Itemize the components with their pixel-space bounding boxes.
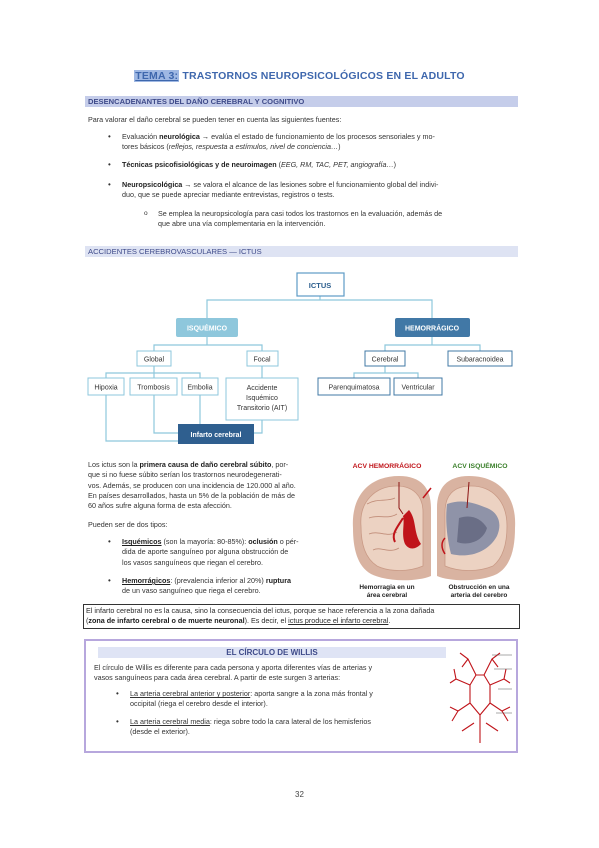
bullet-neuropsicologica: • Neuropsicológica → se valora el alcanc…	[108, 180, 439, 200]
node-cerebral	[364, 350, 406, 367]
sub-bullet-neuropsicologia: o Se emplea la neuropsicología para casi…	[144, 209, 443, 229]
bullet-dot: •	[108, 132, 111, 141]
node-trombosis-label: Trombosis	[137, 385, 170, 392]
intro-paragraph: Para valorar el daño cerebral se pueden …	[88, 115, 342, 124]
node-cerebral-label: Cerebral	[372, 357, 399, 364]
node-ventricular	[393, 377, 443, 396]
root-connector	[206, 296, 433, 318]
node-ait-line2: Isquémico	[246, 395, 278, 402]
willis-title-bar	[98, 647, 446, 658]
willis-paragraph: El círculo de Willis es diferente para c…	[94, 663, 373, 683]
hipoxia-to-infarto	[105, 395, 178, 442]
bullet-hemorragicos: • Hemorrágicos: (prevalencia inferior al…	[108, 576, 291, 596]
section-heading-ictus: ACCIDENTES CEREBROVASCULARES — ICTUS	[85, 246, 518, 257]
node-ictus-label: ICTUS	[309, 281, 332, 290]
fig-isq-title: ACV ISQUÉMICO	[452, 461, 507, 470]
bullet-dot: •	[108, 160, 111, 169]
diagram-connectors	[105, 296, 481, 442]
acv-brain-figure: ACV HEMORRÁGICO ACV ISQUÉMICO Hemorragia…	[352, 461, 516, 599]
section-heading-desencadenantes: DESENCADENANTES DEL DAÑO CEREBRAL Y COGN…	[85, 96, 518, 107]
bullet-dot: •	[108, 180, 111, 189]
hemorrhagic-brain-image	[352, 476, 432, 581]
ictus-paragraph: Los ictus son la primera causa de daño c…	[88, 460, 296, 511]
chapter-number: TEMA 3:	[134, 70, 180, 82]
node-subaracnoidea-label: Subaracnoidea	[456, 357, 503, 364]
ictus-diagram: ICTUS ISQUÉMICO HEMORRÁGICO Global Focal…	[87, 272, 513, 444]
bullet-isquemicos: • Isquémicos (son la mayoría: 80-85%): o…	[108, 537, 299, 567]
page-title: TEMA 3: TRASTORNOS NEUROPSICOLÓGICOS EN …	[0, 70, 599, 82]
willis-bullet-media: • La arteria cerebral media: riega sobre…	[116, 717, 371, 737]
node-trombosis	[129, 377, 178, 396]
node-ait-line1: Accidente	[247, 385, 278, 392]
node-global-label: Global	[144, 357, 165, 364]
node-hemorragico-label: HEMORRÁGICO	[405, 324, 460, 333]
hemorragico-connector	[384, 337, 481, 351]
bullet-dot: •	[116, 689, 119, 698]
willis-box: EL CÍRCULO DE WILLIS El círculo de Willi…	[84, 639, 518, 753]
node-hemorragico	[395, 318, 470, 337]
node-parenquimatosa	[317, 377, 391, 396]
fig-hem-title: ACV HEMORRÁGICO	[353, 461, 422, 470]
fig-isq-caption-2: arteria del cerebro	[451, 592, 508, 599]
cerebral-connector	[353, 366, 419, 378]
node-ait	[225, 377, 299, 421]
node-global	[136, 350, 172, 367]
sub-bullet-circle: o	[144, 210, 148, 217]
bullet-dot: •	[108, 576, 111, 585]
fig-isq-caption-1: Obstrucción en una	[448, 584, 509, 591]
types-intro: Pueden ser de dos tipos:	[88, 520, 168, 529]
trombosis-to-infarto	[153, 395, 178, 434]
node-hipoxia-label: Hipoxia	[94, 385, 117, 392]
node-ventricular-label: Ventricular	[401, 385, 435, 392]
node-infarto-label: Infarto cerebral	[191, 432, 242, 439]
node-isquemico-label: ISQUÉMICO	[187, 324, 228, 333]
node-focal	[246, 350, 279, 367]
node-isquemico	[176, 318, 238, 337]
chapter-title: TRASTORNOS NEUROPSICOLÓGICOS EN EL ADULT…	[179, 70, 465, 82]
willis-bullet-anterior: • La arteria cerebral anterior y posteri…	[116, 689, 373, 709]
infarto-note-box: El infarto cerebral no es la causa, sino…	[83, 604, 520, 629]
global-connector	[105, 366, 201, 378]
node-embolia-label: Embolia	[187, 385, 212, 392]
node-infarto	[178, 424, 254, 444]
bullet-tecnicas: • Técnicas psicofisiológicas y de neuroi…	[108, 160, 397, 169]
fig-hem-caption-2: área cerebral	[367, 592, 408, 599]
fig-hem-caption-1: Hemorragia en un	[359, 584, 414, 591]
willis-title: EL CÍRCULO DE WILLIS	[226, 648, 318, 657]
bullet-dot: •	[116, 717, 119, 726]
node-embolia	[181, 377, 219, 396]
bullet-dot: •	[108, 537, 111, 546]
node-hipoxia	[87, 377, 125, 396]
ait-to-infarto	[254, 420, 263, 434]
node-focal-label: Focal	[253, 357, 271, 364]
willis-artery-illustration	[449, 652, 512, 743]
node-ictus	[296, 272, 345, 297]
node-parenquimatosa-label: Parenquimatosa	[329, 385, 380, 392]
node-subaracnoidea	[447, 350, 513, 367]
page-number: 32	[295, 790, 304, 799]
node-ait-line3: Transitorio (AIT)	[237, 405, 287, 412]
ischemic-brain-image	[437, 476, 516, 581]
bullet-neurologica: • Evaluación neurológica → evalúa el est…	[108, 132, 435, 152]
isquemico-connector	[153, 337, 263, 351]
